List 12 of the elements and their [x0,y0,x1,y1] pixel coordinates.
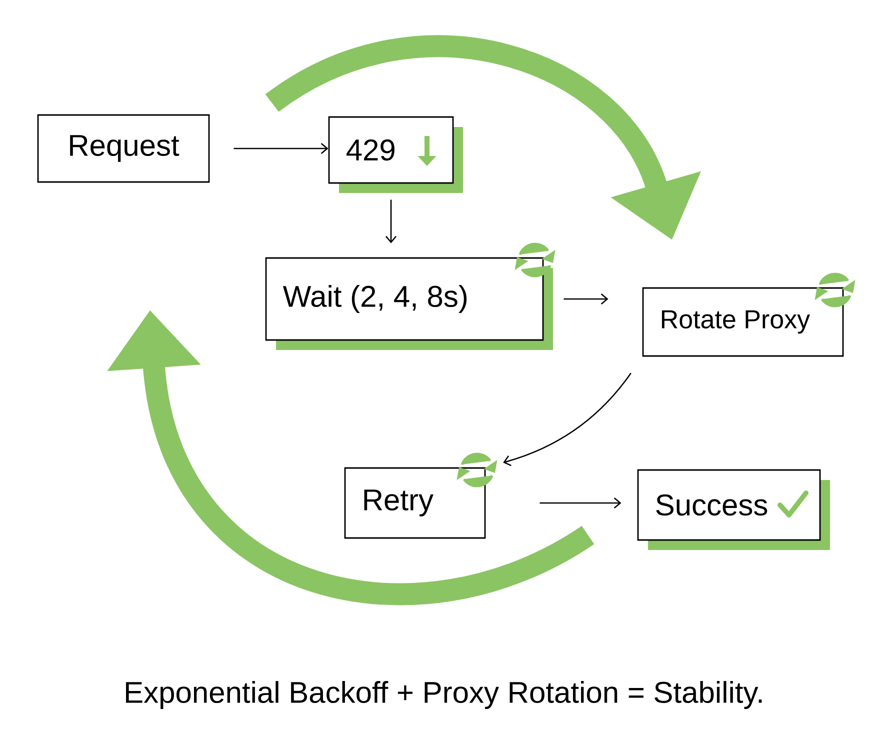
arrow [503,372,632,466]
process-box: Success [637,469,830,550]
process-box: Retry [344,467,486,539]
arrow [540,498,622,508]
process-box: 429 [328,116,463,193]
arrow [386,200,396,244]
arrow [564,294,608,304]
process-box: Wait (2, 4, 8s) [265,257,553,350]
caption: Exponential Backoff + Proxy Rotation = Stability. [126,681,762,709]
process-box: Request [37,114,210,183]
arrow [234,143,328,154]
process-box: Rotate Proxy [642,287,844,357]
